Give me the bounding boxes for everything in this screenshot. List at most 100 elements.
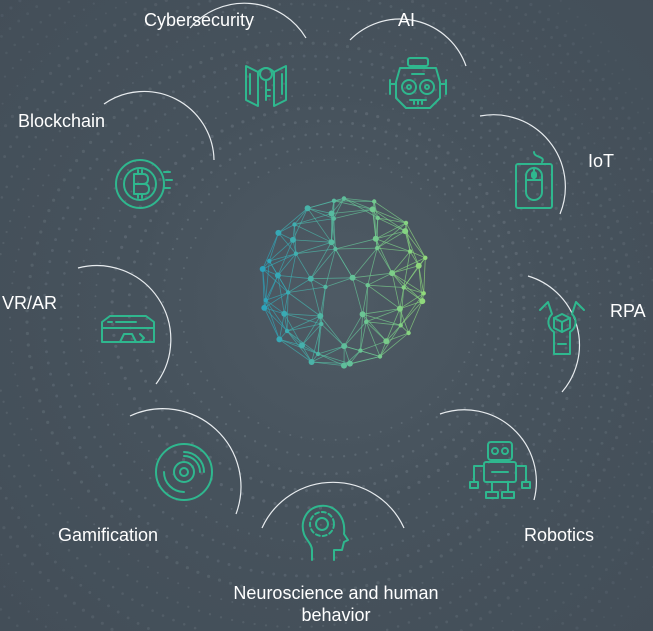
globe-edge (367, 272, 393, 286)
globe-edge (343, 198, 373, 210)
icon-arc (103, 90, 215, 161)
icon-arc (261, 481, 405, 529)
globe-edge (376, 247, 393, 274)
globe-edge (379, 332, 409, 357)
label-neuroscience-line-2: behavior (301, 605, 371, 625)
globe-node (319, 321, 324, 327)
globe-edge (385, 308, 401, 342)
bitcoin-icon (110, 152, 174, 216)
globe-node (421, 291, 426, 296)
globe-edge (295, 248, 336, 255)
globe-edge (301, 323, 322, 346)
globe-edge (408, 300, 423, 334)
globe-edge (317, 323, 322, 354)
globe-edge (333, 218, 336, 250)
globe-edge (377, 217, 407, 224)
globe-edge (365, 321, 387, 342)
globe-edge (352, 277, 363, 315)
globe-edge (307, 200, 335, 209)
globe-edge (400, 287, 405, 326)
globe-edge (409, 251, 426, 259)
globe-edge (335, 247, 378, 250)
globe-edge (277, 253, 297, 276)
globe-edge (343, 321, 367, 347)
label-neuroscience-line-1: Neuroscience and human (233, 583, 439, 603)
globe-edge (268, 232, 279, 262)
globe-edge (307, 207, 332, 214)
globe-node (419, 298, 426, 305)
globe-edge (325, 248, 336, 288)
globe-edge (331, 218, 335, 243)
globe-node (403, 220, 409, 226)
globe-edge (292, 208, 308, 241)
globe-node (261, 304, 268, 311)
globe-edge (352, 247, 378, 279)
globe-node (423, 255, 428, 260)
globe-edge (278, 232, 297, 254)
globe-edge (333, 209, 373, 219)
globe-node (396, 305, 403, 312)
globe-edge (362, 285, 369, 315)
globe-edge (263, 307, 280, 340)
globe-node (341, 343, 348, 350)
globe-edge (391, 257, 426, 274)
globe-node (293, 251, 299, 256)
globe-edge (333, 198, 345, 219)
label-ai: AI (398, 10, 416, 30)
globe-node (377, 354, 383, 359)
globe-edge (269, 253, 297, 262)
globe-edge (295, 253, 312, 279)
globe-edge (262, 268, 267, 301)
robot-icon (468, 438, 532, 502)
globe-edge (375, 238, 393, 274)
globe-edge (321, 323, 345, 347)
label-rpa: RPA (610, 301, 646, 321)
globe-edge (391, 251, 411, 274)
globe-edge (288, 286, 326, 293)
icon-arc (439, 409, 537, 501)
globe-edge (262, 253, 297, 270)
globe-edge (405, 222, 411, 252)
globe-edge (367, 248, 378, 286)
globe-edge (404, 230, 420, 266)
globe-node (369, 206, 376, 213)
globe-edge (403, 287, 423, 302)
shield-key-icon (234, 54, 298, 118)
globe-node (328, 210, 335, 217)
globe-edge (319, 315, 345, 347)
globe-node (274, 272, 281, 279)
label-blockchain: Blockchain (18, 111, 106, 131)
globe-node (401, 285, 406, 290)
globe-node (331, 198, 337, 203)
globe-node (304, 205, 311, 212)
globe-edge (399, 292, 424, 310)
icon-arc (527, 275, 580, 393)
globe-edge (399, 308, 409, 334)
globe-node (284, 328, 290, 334)
globe-node (323, 284, 328, 290)
globe-edge (333, 200, 375, 202)
globe-edge (307, 207, 334, 219)
globe-edge (265, 292, 289, 301)
globe-edge (386, 332, 409, 342)
globe-edge (373, 201, 407, 224)
globe-edge (343, 198, 379, 219)
globe-edge (360, 350, 381, 357)
globe-edge (376, 217, 379, 249)
globe-node (372, 199, 377, 204)
globe-node (275, 229, 282, 236)
globe-node (299, 342, 305, 349)
label-robotics: Robotics (524, 525, 595, 545)
globe-node (333, 246, 338, 252)
globe-node (276, 336, 283, 343)
globe-edge (360, 340, 387, 351)
globe-edge (376, 222, 407, 249)
globe-edge (262, 232, 279, 270)
globe-edge (362, 313, 401, 326)
globe-edge (391, 273, 401, 309)
icon-arc (189, 2, 307, 39)
globe-edge (375, 230, 406, 240)
globe-node (358, 348, 363, 353)
globe-node (341, 196, 347, 201)
